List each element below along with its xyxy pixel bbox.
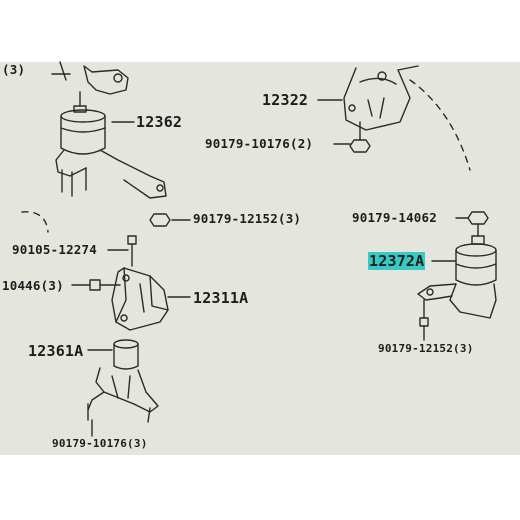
label-10446: 10446(3) [2, 278, 64, 293]
label-12361A: 12361A [28, 342, 84, 360]
engine-mount-12362 [55, 91, 167, 199]
label-90105-12274: 90105-12274 [12, 242, 97, 257]
nut-90179-14062 [467, 211, 489, 237]
label-12311A: 12311A [193, 289, 249, 307]
label-12372A: 12372A [368, 252, 426, 270]
engine-mount-12372A [417, 235, 497, 327]
bolt-10446 [89, 279, 121, 291]
parts-diagram-sheet [0, 62, 520, 455]
label-12362: 12362 [136, 113, 183, 131]
engine-mount-12361A [87, 339, 159, 423]
nut-90179-10176-top [349, 121, 371, 153]
bracket-12311A [111, 267, 169, 331]
bracket-12322 [343, 65, 419, 131]
partial-bracket-top-left [51, 61, 129, 95]
photo-top-margin [0, 0, 520, 62]
label-90179-14062: 90179-14062 [352, 210, 437, 225]
label-90179-10176-top: 90179-10176(2) [205, 136, 314, 151]
label-corner-partial: (3) [2, 62, 26, 77]
label-90179-12152-left: 90179-12152(3) [193, 211, 302, 226]
label-12322: 12322 [262, 91, 309, 109]
bolt-90105-12274 [127, 235, 137, 267]
nut-90179-12152-left [149, 213, 171, 227]
photo-bottom-margin [0, 455, 520, 520]
label-90179-10176-bottom: 90179-10176(3) [52, 437, 148, 450]
label-90179-12152-right: 90179-12152(3) [378, 342, 474, 355]
